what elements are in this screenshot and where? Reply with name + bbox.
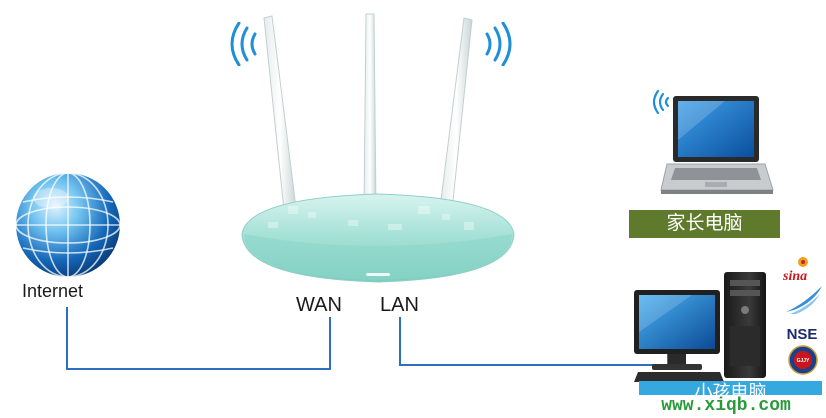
feather-logo-icon (786, 286, 822, 314)
desktop-computer-icon (634, 272, 766, 382)
router-wifi-left-icon (230, 22, 257, 66)
seal-logo-text: GJJY (797, 358, 810, 364)
antenna-right (439, 17, 473, 211)
seal-emblem-icon: GJJY (788, 345, 818, 375)
wireless-router (241, 13, 515, 283)
nse-logo-text: NSE (787, 326, 818, 343)
sina-logo-text: sina (782, 269, 807, 284)
internet-label: Internet (22, 281, 84, 301)
wan-port-label: WAN (296, 294, 342, 316)
parent-pc-label: 家长电脑 (629, 210, 780, 238)
laptop-wifi-icon (652, 90, 670, 114)
nse-logo-icon: NSE (787, 326, 818, 343)
laptop-icon (660, 96, 774, 194)
sina-weibo-logo-icon: sina (782, 257, 808, 284)
lan-to-child-pc-cable (399, 317, 669, 366)
internet-to-wan-cable (66, 307, 331, 370)
antenna-left (263, 15, 297, 211)
internet-globe-icon (15, 172, 121, 278)
antenna-center (363, 13, 377, 209)
site-watermark: www.xiqb.com (628, 395, 824, 418)
router-wifi-right-icon (485, 22, 512, 66)
lan-port-label: LAN (380, 294, 419, 316)
